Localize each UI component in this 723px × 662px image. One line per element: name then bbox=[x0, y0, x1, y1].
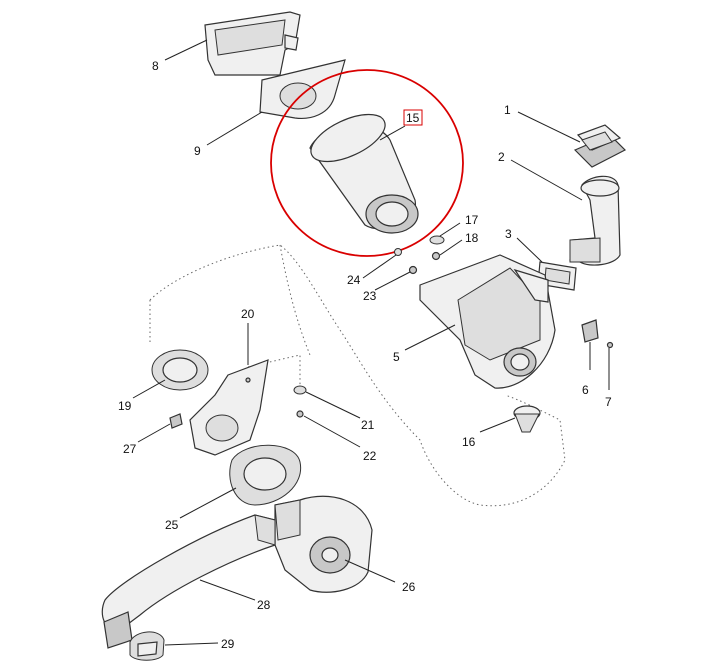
part-1-cap[interactable] bbox=[573, 124, 627, 168]
callout-labels: 8 9 15 1 2 3 17 18 24 23 5 6 7 16 20 19 … bbox=[118, 59, 612, 651]
callout-5: 5 bbox=[393, 350, 400, 364]
part-28-duct[interactable] bbox=[101, 514, 276, 649]
part-19-round-gasket[interactable] bbox=[151, 349, 209, 391]
callout-29: 29 bbox=[221, 637, 235, 651]
part-29-rect-seal[interactable] bbox=[129, 631, 165, 661]
part-15-highlight-ring bbox=[270, 69, 464, 257]
callout-20: 20 bbox=[241, 307, 255, 321]
part-27-bolt[interactable] bbox=[169, 413, 183, 429]
callout-8: 8 bbox=[152, 59, 159, 73]
callout-9: 9 bbox=[194, 144, 201, 158]
part-22-nut[interactable] bbox=[296, 410, 304, 418]
callout-24: 24 bbox=[347, 273, 361, 287]
callout-27: 27 bbox=[123, 442, 137, 456]
part-2-elbow-tube[interactable] bbox=[569, 175, 621, 266]
callout-7: 7 bbox=[605, 395, 612, 409]
part-9-gasket-plate[interactable] bbox=[259, 59, 346, 120]
part-7-pin[interactable] bbox=[606, 341, 614, 349]
part-6-latch[interactable] bbox=[581, 319, 599, 370]
part-23-nut[interactable] bbox=[408, 265, 418, 275]
callout-28: 28 bbox=[257, 598, 271, 612]
part-17-washer[interactable] bbox=[429, 235, 445, 245]
callout-16: 16 bbox=[462, 435, 476, 449]
part-25-flange-gasket[interactable] bbox=[229, 444, 302, 506]
callout-2: 2 bbox=[498, 150, 505, 164]
callout-22: 22 bbox=[363, 449, 377, 463]
callout-17: 17 bbox=[465, 213, 479, 227]
callout-3: 3 bbox=[505, 227, 512, 241]
callout-18: 18 bbox=[465, 231, 479, 245]
callout-19: 19 bbox=[118, 399, 132, 413]
part-18-nut[interactable] bbox=[431, 251, 441, 261]
part-24-washer[interactable] bbox=[394, 248, 402, 256]
part-16-dust-valve[interactable] bbox=[513, 405, 541, 433]
assembly-boundary-inner bbox=[149, 244, 311, 356]
callout-25: 25 bbox=[165, 518, 179, 532]
callout-26: 26 bbox=[402, 580, 416, 594]
callout-15: 15 bbox=[406, 111, 420, 125]
callout-21: 21 bbox=[361, 418, 375, 432]
part-5-air-cleaner-housing[interactable] bbox=[419, 254, 556, 389]
part-8-rain-cap[interactable] bbox=[204, 11, 301, 76]
callout-1: 1 bbox=[504, 103, 511, 117]
leader-lines bbox=[132, 39, 610, 646]
part-21-washer[interactable] bbox=[293, 385, 307, 395]
part-15-air-filter[interactable] bbox=[270, 69, 464, 257]
part-20-mounting-bracket[interactable] bbox=[189, 359, 269, 456]
callout-15-box bbox=[403, 109, 423, 126]
part-26-blower-housing[interactable] bbox=[274, 495, 373, 593]
callout-23: 23 bbox=[363, 289, 377, 303]
assembly-boundary-outline bbox=[149, 244, 566, 507]
callout-6: 6 bbox=[582, 383, 589, 397]
bracket-bolt-guide bbox=[247, 354, 301, 390]
